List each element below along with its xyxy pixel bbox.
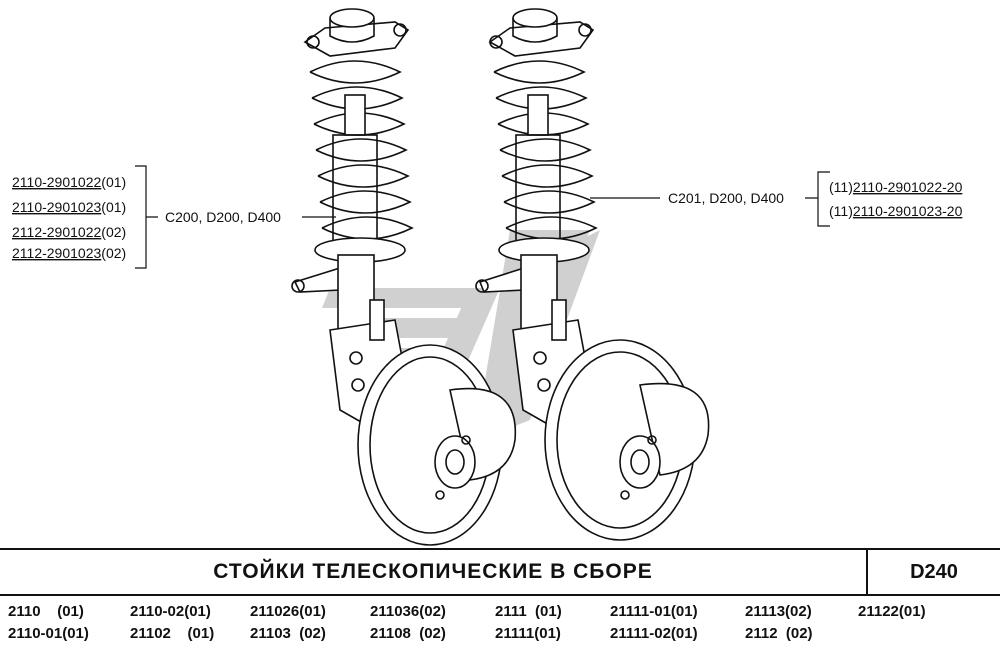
page-code: D240: [910, 561, 958, 583]
model-item: 21111-01(01): [610, 603, 698, 620]
right-part-1[interactable]: (11)2110-2901022-20: [829, 179, 963, 195]
left-part-list: 2110-2901022(01) 2110-2901023(01) 2112-2…: [12, 174, 126, 261]
model-item: 2111 (01): [495, 603, 562, 620]
right-part-2[interactable]: (11)2110-2901023-20: [829, 203, 963, 219]
model-item: 21111(01): [495, 625, 561, 642]
model-item: 211036(02): [370, 603, 446, 620]
left-part-1[interactable]: 2110-2901022(01): [12, 174, 126, 190]
page-title: СТОЙКИ ТЕЛЕСКОПИЧЕСКИЕ В СБОРЕ: [213, 560, 653, 583]
left-strut-drawing: [291, 8, 517, 546]
model-item: 21108 (02): [370, 625, 446, 642]
right-part-list: (11)2110-2901022-20 (11)2110-2901023-20: [829, 179, 963, 219]
right-strut-drawing: [475, 8, 710, 541]
model-item: 21111-02(01): [610, 625, 698, 642]
model-item: 21102 (01): [130, 625, 215, 642]
left-part-3[interactable]: 2112-2901022(02): [12, 224, 126, 240]
left-callout: C200, D200, D400: [165, 209, 281, 225]
model-item: 2112 (02): [745, 625, 813, 642]
right-callout: C201, D200, D400: [668, 190, 784, 206]
model-item: 21113(02): [745, 603, 812, 620]
title-bar: СТОЙКИ ТЕЛЕСКОПИЧЕСКИЕ В СБОРЕ D240: [0, 548, 1000, 596]
model-item: 21103 (02): [250, 625, 326, 642]
model-item: 21122(01): [858, 603, 926, 620]
right-bracket: [805, 171, 830, 227]
model-applicability-table: 2110 (01) 2110-01(01) 2110-02(01) 21102 …: [0, 600, 1000, 650]
model-item: 2110 (01): [8, 603, 84, 620]
left-bracket: [135, 165, 158, 269]
model-item: 2110-01(01): [8, 625, 89, 642]
model-item: 211026(01): [250, 603, 326, 620]
strut-assembly-diagram: 2110-2901022(01) 2110-2901023(01) 2112-2…: [12, 8, 963, 546]
left-part-4[interactable]: 2112-2901023(02): [12, 245, 126, 261]
title-divider: [866, 550, 868, 594]
left-part-2[interactable]: 2110-2901023(01): [12, 199, 126, 215]
model-item: 2110-02(01): [130, 603, 211, 620]
